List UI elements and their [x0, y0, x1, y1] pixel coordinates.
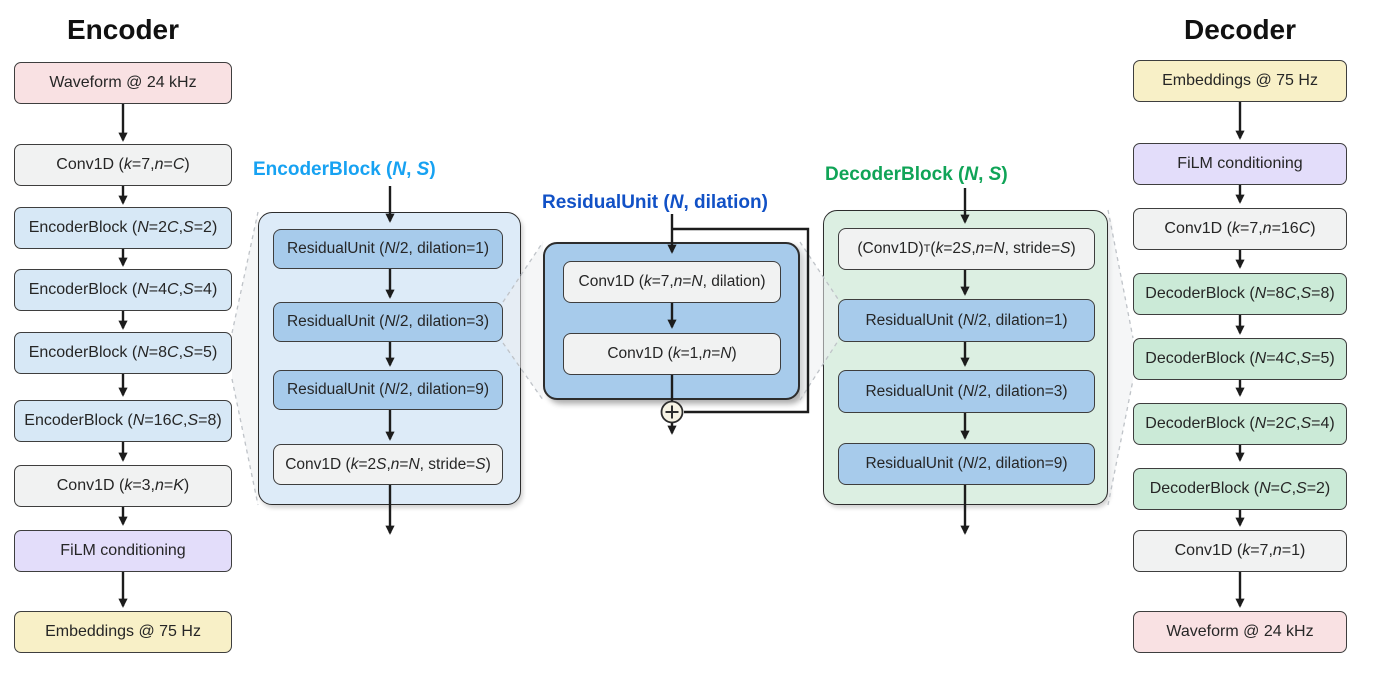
decoder-box-film: FiLM conditioning [1133, 143, 1347, 185]
encoder-title: Encoder [66, 14, 180, 45]
decoder-box-conv2: Conv1D (k=7, n=1) [1133, 530, 1347, 572]
expansion-funnel-encoder [231, 211, 259, 506]
encoder-box-conv1: Conv1D (k=7, n=C) [14, 144, 232, 186]
encoder-detail-residual9: ResidualUnit (N/2, dilation=9) [273, 370, 503, 410]
encoder-box-film: FiLM conditioning [14, 530, 232, 572]
encoder-box-embeddings: Embeddings @ 75 Hz [14, 611, 232, 653]
expansion-funnel-decoder [1107, 209, 1134, 506]
residual-detail-conv7: Conv1D (k=7, n=N, dilation) [563, 261, 781, 303]
decoder-box-waveform: Waveform @ 24 kHz [1133, 611, 1347, 653]
decoder-detail-residual3: ResidualUnit (N/2, dilation=3) [838, 370, 1095, 413]
decoder-box-embeddings: Embeddings @ 75 Hz [1133, 60, 1347, 102]
encoder-detail-residual1: ResidualUnit (N/2, dilation=1) [273, 229, 503, 269]
encoder-box-conv2: Conv1D (k=3, n=K) [14, 465, 232, 507]
residual-unit-label: ResidualUnit (N, dilation) [542, 192, 768, 213]
decoder-box-block4: DecoderBlock (N=C, S=2) [1133, 468, 1347, 510]
decoder-detail-residual1: ResidualUnit (N/2, dilation=1) [838, 299, 1095, 342]
encoder-box-waveform: Waveform @ 24 kHz [14, 62, 232, 104]
decoder-detail-residual9: ResidualUnit (N/2, dilation=9) [838, 443, 1095, 485]
residual-detail-conv1: Conv1D (k=1, n=N) [563, 333, 781, 375]
encoder-detail-residual3: ResidualUnit (N/2, dilation=3) [273, 302, 503, 342]
decoder-title: Decoder [1183, 14, 1297, 45]
decoder-block-label: DecoderBlock (N, S) [825, 164, 1008, 185]
encoder-block-label: EncoderBlock (N, S) [253, 159, 436, 180]
sum-node-icon [660, 400, 684, 424]
